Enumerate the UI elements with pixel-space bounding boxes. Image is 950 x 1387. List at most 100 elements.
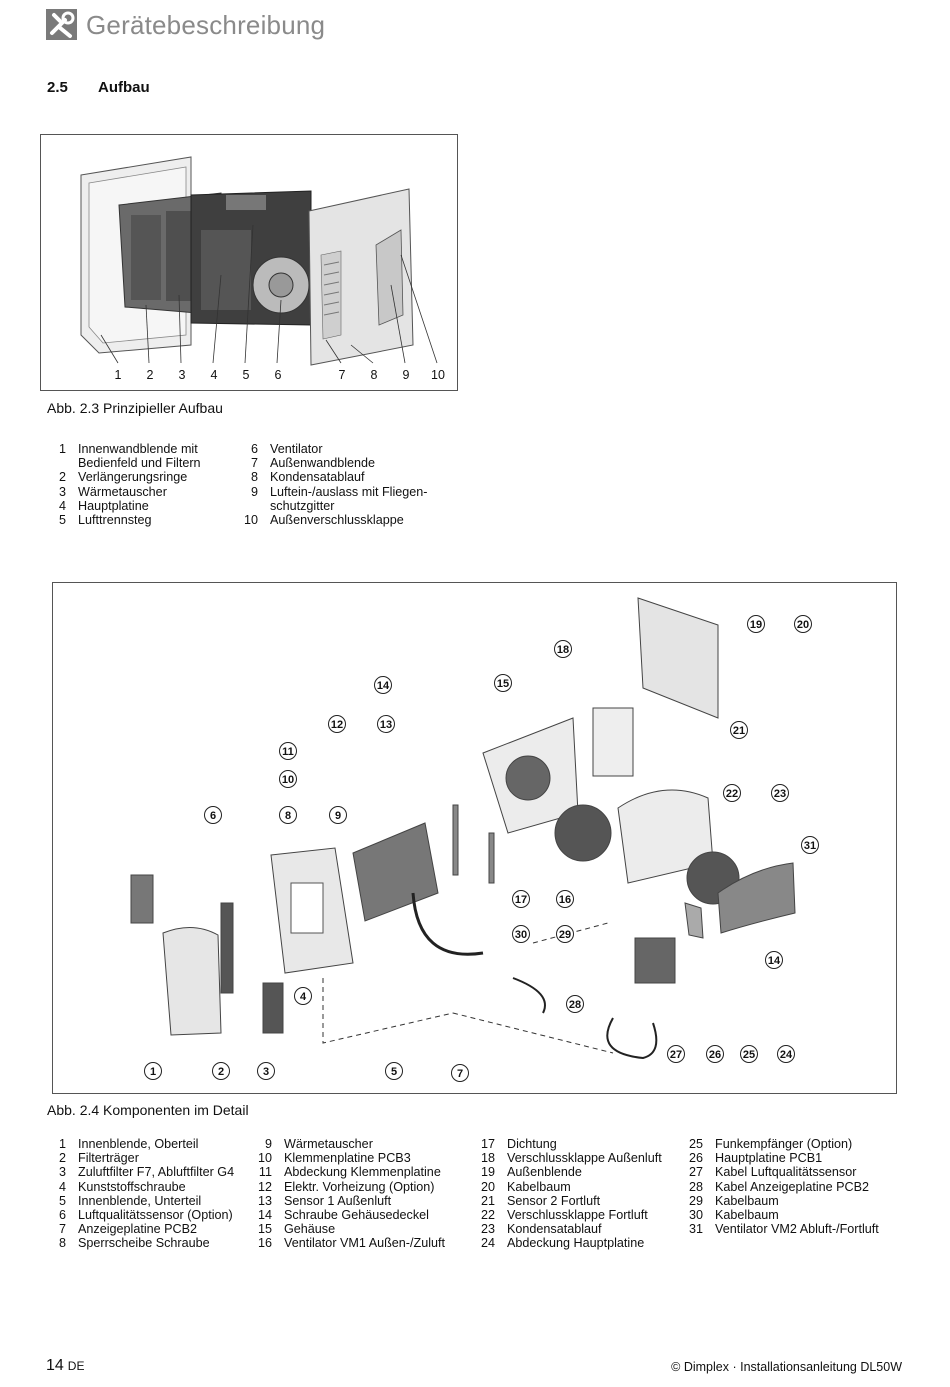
callout-24: 24 xyxy=(777,1045,795,1063)
callout-label: 4 xyxy=(300,991,307,1003)
callout-2: 2 xyxy=(212,1062,230,1080)
callout-14: 14 xyxy=(374,676,392,694)
callout-label: 29 xyxy=(559,929,571,941)
callout-label: 1 xyxy=(150,1066,156,1078)
callout-label: 5 xyxy=(391,1066,397,1078)
callout-label: 2 xyxy=(218,1066,224,1078)
callout-20: 20 xyxy=(794,615,812,633)
callout-label: 24 xyxy=(780,1049,793,1061)
callout-label: 14 xyxy=(768,955,781,967)
callout-26: 26 xyxy=(706,1045,724,1063)
callout-30: 30 xyxy=(512,925,530,943)
callout-16: 16 xyxy=(556,890,574,908)
callout-6: 6 xyxy=(204,806,222,824)
tools-icon xyxy=(46,9,77,40)
callout-28: 28 xyxy=(566,995,584,1013)
callout-22: 22 xyxy=(723,784,741,802)
section-number: 2.5 xyxy=(47,79,68,96)
legend-item: schutzgitter xyxy=(270,498,335,513)
callout-label: 19 xyxy=(750,619,762,631)
callout-3: 3 xyxy=(257,1062,275,1080)
callout-27: 27 xyxy=(667,1045,685,1063)
fig1-label-6: 6 xyxy=(275,368,282,382)
footer-copyright: © Dimplex · Installationsanleitung DL50W xyxy=(671,1360,902,1374)
callout-label: 14 xyxy=(377,680,390,692)
callout-21: 21 xyxy=(730,721,748,739)
figure1-caption: Abb. 2.3 Prinzipieller Aufbau xyxy=(47,400,223,416)
callout-10: 10 xyxy=(279,770,297,788)
callout-11: 11 xyxy=(279,742,297,760)
fig1-label-8: 8 xyxy=(371,368,378,382)
callout-5: 5 xyxy=(385,1062,403,1080)
callout-label: 13 xyxy=(380,719,392,731)
callout-8: 8 xyxy=(279,806,297,824)
section-title: Aufbau xyxy=(98,79,150,96)
callout-label: 25 xyxy=(743,1049,755,1061)
figure2-caption: Abb. 2.4 Komponenten im Detail xyxy=(47,1102,249,1118)
fig1-label-9: 9 xyxy=(403,368,410,382)
callout-19: 19 xyxy=(747,615,765,633)
callout-label: 18 xyxy=(557,644,569,656)
callout-13: 13 xyxy=(377,715,395,733)
callout-29: 29 xyxy=(556,925,574,943)
fig1-label-2: 2 xyxy=(147,368,154,382)
callout-label: 9 xyxy=(335,810,341,822)
callout-label: 6 xyxy=(210,810,216,822)
callout-label: 27 xyxy=(670,1049,682,1061)
legend-item: Bedienfeld und Filtern xyxy=(78,456,201,471)
fig1-label-10: 10 xyxy=(431,368,445,382)
callout-4: 4 xyxy=(294,987,312,1005)
callout-7: 7 xyxy=(451,1064,469,1082)
device-illustration: 1 2 3 4 5 6 7 8 9 10 xyxy=(80,156,445,382)
fig1-label-3: 3 xyxy=(179,368,186,382)
callout-14: 14 xyxy=(765,951,783,969)
callout-label: 28 xyxy=(569,999,581,1011)
callout-label: 20 xyxy=(797,619,809,631)
callout-label: 8 xyxy=(285,810,291,822)
callout-9: 9 xyxy=(329,806,347,824)
callout-1: 1 xyxy=(144,1062,162,1080)
fig1-label-7: 7 xyxy=(339,368,346,382)
callout-label: 17 xyxy=(515,894,527,906)
language-code: DE xyxy=(67,1359,85,1373)
callout-label: 30 xyxy=(515,929,527,941)
fig1-label-1: 1 xyxy=(115,368,122,382)
callout-label: 23 xyxy=(774,788,786,800)
callout-label: 7 xyxy=(457,1068,463,1080)
callout-12: 12 xyxy=(328,715,346,733)
callout-label: 26 xyxy=(709,1049,721,1061)
callout-label: 12 xyxy=(331,719,343,731)
callout-label: 21 xyxy=(733,725,745,737)
callout-23: 23 xyxy=(771,784,789,802)
